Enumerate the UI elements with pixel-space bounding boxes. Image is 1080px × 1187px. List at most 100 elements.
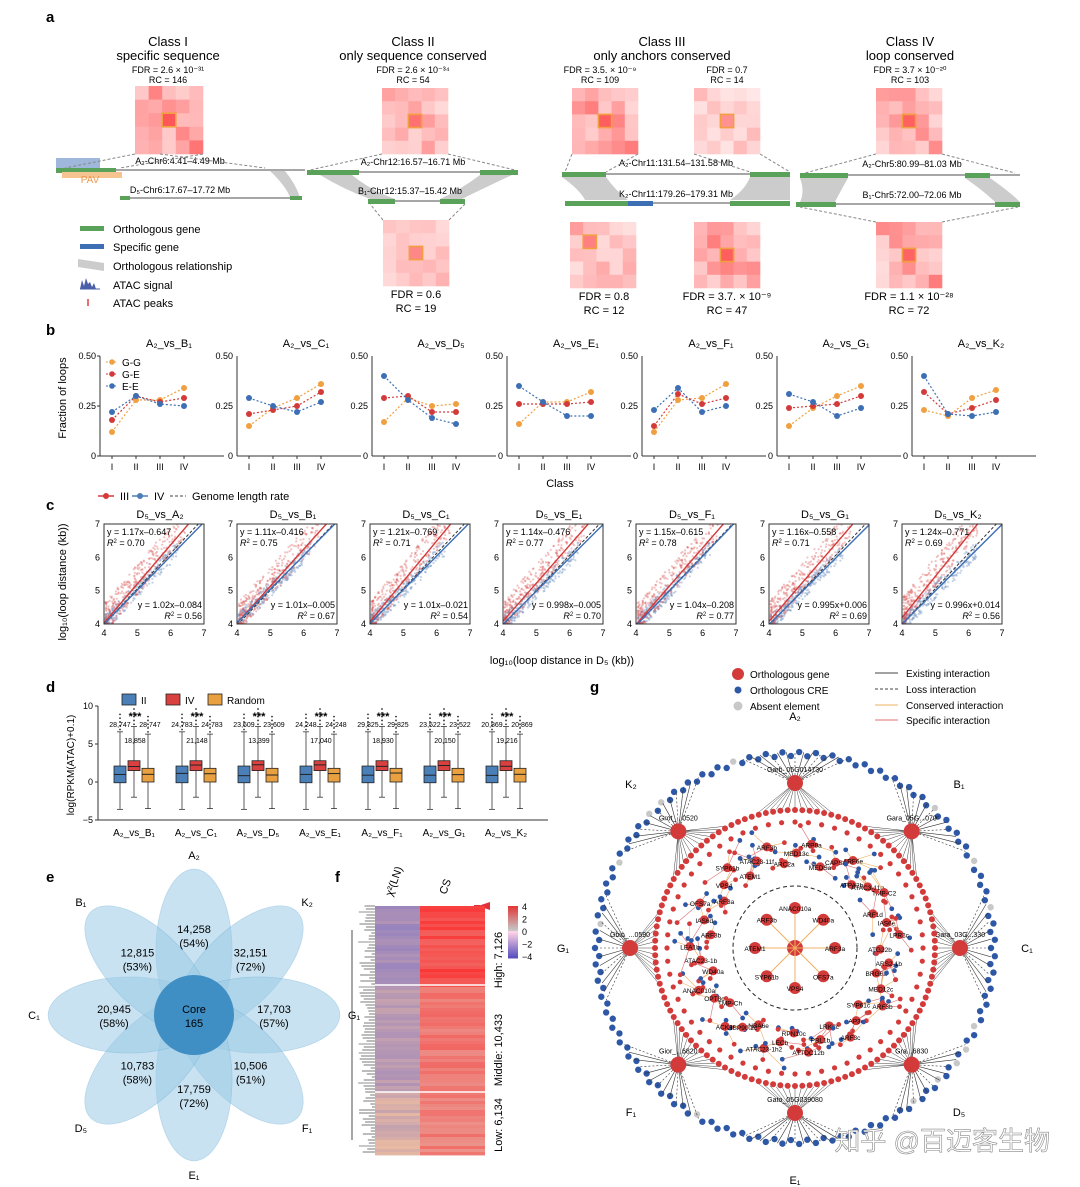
point-iv bbox=[246, 615, 249, 618]
point-iv bbox=[138, 591, 142, 594]
point-iv bbox=[956, 571, 959, 575]
legend-random-swatch bbox=[207, 693, 223, 706]
point-iii bbox=[958, 542, 962, 545]
point-iii bbox=[434, 534, 438, 537]
point-iii bbox=[126, 583, 129, 586]
point-iii bbox=[550, 556, 553, 559]
point-iii bbox=[904, 616, 907, 619]
point-iv bbox=[911, 608, 915, 611]
point-iv bbox=[258, 592, 261, 595]
point-iii bbox=[846, 537, 849, 540]
point-iii bbox=[526, 577, 529, 580]
point-iii bbox=[519, 593, 522, 596]
point-iii bbox=[918, 597, 921, 600]
outlier bbox=[133, 719, 135, 722]
point-iv bbox=[158, 569, 161, 572]
x-tick-label: 7 bbox=[600, 628, 605, 638]
point-iii bbox=[659, 578, 662, 581]
point-iii bbox=[971, 535, 975, 538]
point-iv bbox=[380, 602, 384, 605]
point-iv bbox=[532, 589, 535, 592]
point-iii bbox=[252, 596, 255, 599]
heatmap-cell bbox=[395, 114, 409, 128]
point-iii bbox=[370, 601, 373, 604]
point-iv bbox=[661, 601, 664, 604]
point-iii bbox=[947, 541, 951, 545]
point-iv bbox=[397, 601, 400, 604]
point-iv bbox=[918, 597, 922, 600]
point-iii bbox=[543, 568, 547, 572]
point-iii bbox=[277, 564, 280, 568]
point-iv bbox=[280, 581, 283, 584]
point-iii bbox=[564, 551, 567, 555]
point-iv bbox=[786, 609, 789, 612]
point-iii bbox=[806, 565, 809, 569]
point-iii bbox=[290, 570, 293, 573]
point-iii bbox=[792, 601, 795, 604]
point-iii bbox=[661, 576, 664, 579]
point-iii bbox=[912, 585, 915, 588]
point-iv bbox=[666, 594, 670, 597]
point-iv bbox=[122, 605, 125, 609]
legend-iv-swatch bbox=[165, 693, 181, 706]
point-iv bbox=[263, 599, 266, 603]
point-iv bbox=[790, 606, 793, 609]
point-iii bbox=[278, 568, 281, 572]
point-iii bbox=[641, 600, 645, 603]
x-tick-label: IV bbox=[992, 462, 1001, 472]
point-iv bbox=[785, 611, 788, 614]
point-iv bbox=[822, 575, 826, 578]
x-tick-label: I bbox=[111, 462, 114, 472]
class-iii-bottom-heatmap-1 bbox=[570, 222, 637, 289]
point-iii bbox=[695, 547, 699, 550]
point-iv bbox=[516, 614, 519, 617]
point-iv bbox=[250, 612, 253, 615]
point-iii bbox=[105, 609, 108, 613]
outlier bbox=[395, 715, 397, 718]
point-iv bbox=[678, 576, 681, 579]
point-iii bbox=[508, 600, 512, 603]
heatmap-cell bbox=[746, 235, 761, 249]
point-iii bbox=[830, 529, 833, 532]
point-iii bbox=[300, 543, 303, 546]
point-iii bbox=[271, 573, 274, 576]
orthologous-gene bbox=[368, 199, 395, 204]
point-iv bbox=[642, 611, 646, 614]
y-tick-label: 7 bbox=[228, 519, 233, 529]
heatmap-cell bbox=[876, 101, 890, 115]
point-iii bbox=[523, 591, 526, 594]
point-iii bbox=[245, 597, 248, 600]
point-iii bbox=[133, 574, 136, 577]
point-iii bbox=[787, 587, 790, 591]
point-iii bbox=[153, 558, 156, 561]
heatmap-cell bbox=[189, 113, 204, 128]
outlier bbox=[209, 727, 211, 729]
y-tick-label: 4 bbox=[760, 619, 765, 629]
point-iii bbox=[904, 616, 907, 619]
point-iii bbox=[817, 558, 820, 562]
point-iv bbox=[373, 621, 376, 624]
point-iii bbox=[317, 535, 320, 538]
point-iv bbox=[908, 618, 911, 621]
y-tick-label: 0.25 bbox=[350, 401, 368, 411]
heatmap-cell bbox=[876, 235, 890, 249]
point-iv bbox=[308, 553, 311, 556]
point-iv bbox=[813, 583, 816, 586]
point-iii bbox=[508, 603, 512, 606]
point-iii bbox=[838, 532, 841, 535]
point-iv bbox=[920, 600, 923, 603]
point-iv bbox=[904, 615, 907, 618]
point-iii bbox=[510, 604, 513, 607]
point-iii bbox=[244, 609, 247, 612]
point-iii bbox=[503, 600, 506, 603]
heatmap-cell bbox=[928, 101, 943, 115]
point-iv bbox=[951, 574, 954, 577]
point-iii bbox=[782, 591, 785, 594]
point-iii bbox=[508, 603, 512, 607]
class-iii-bottom-rc: RC = 12 bbox=[584, 305, 625, 317]
point-iii bbox=[406, 580, 409, 583]
point-iii bbox=[414, 560, 417, 563]
point-iv bbox=[776, 621, 779, 624]
